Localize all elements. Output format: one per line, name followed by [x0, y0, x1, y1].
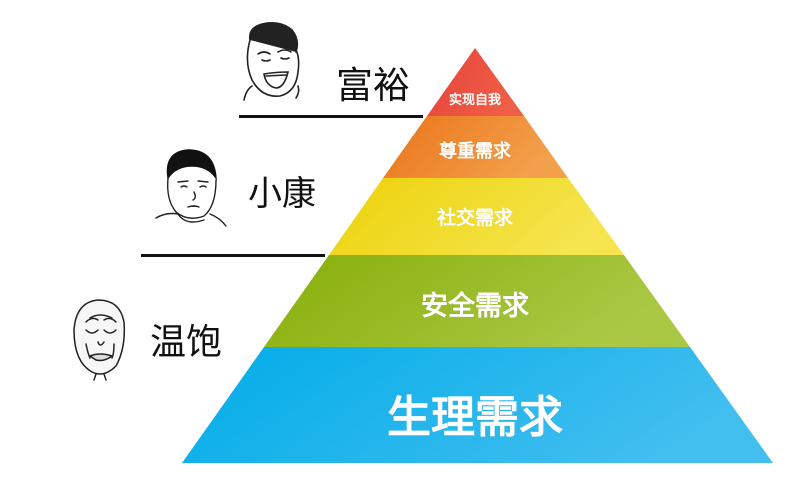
level-self-actualization — [427, 48, 524, 116]
tier-label-wealthy: 富裕 — [336, 64, 410, 107]
level-esteem — [383, 116, 568, 178]
level-label-social: 社交需求 — [436, 207, 514, 229]
level-label-physiological: 生理需求 — [387, 392, 563, 443]
tier-label-subsistence: 温饱 — [150, 322, 223, 363]
level-label-esteem: 尊重需求 — [439, 141, 511, 162]
tier-separator-2 — [141, 254, 325, 257]
laughing-face-icon — [243, 22, 300, 101]
sad-face-icon — [73, 299, 126, 381]
neutral-face-icon — [155, 149, 227, 227]
level-label-self-actualization: 实现自我 — [448, 93, 502, 108]
level-label-safety: 安全需求 — [421, 291, 529, 322]
level-physiological — [182, 347, 773, 463]
tier-separator-1 — [239, 115, 423, 118]
level-safety — [264, 255, 690, 347]
tier-label-moderate: 小康 — [248, 174, 316, 214]
level-social — [329, 178, 624, 255]
